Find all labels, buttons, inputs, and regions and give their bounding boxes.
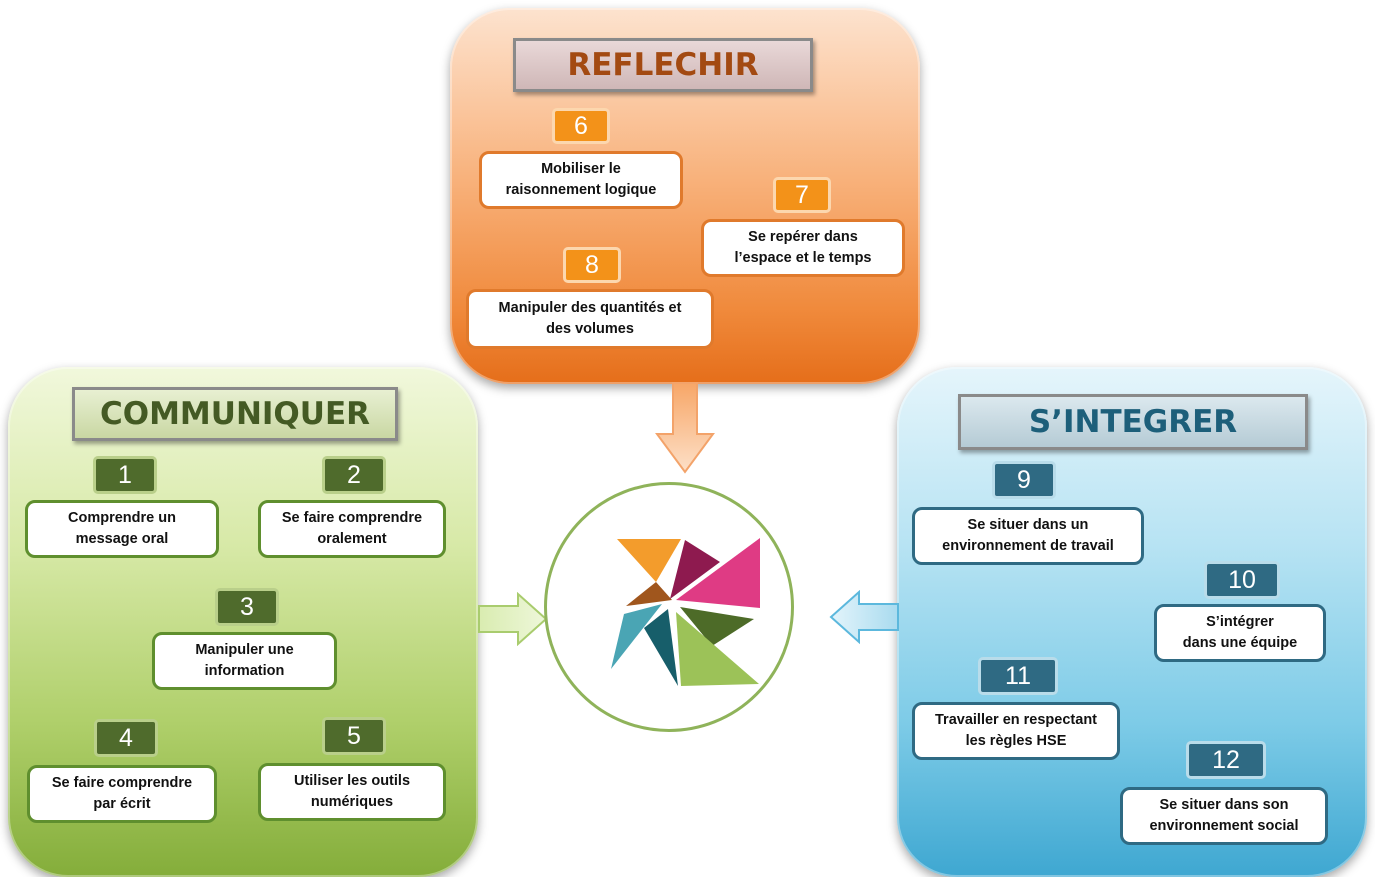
skill-card-9-line2: environnement de travail — [942, 538, 1114, 554]
skill-number-6: 6 — [552, 108, 610, 144]
skill-card-11-line1: Travailler en respectant — [935, 711, 1097, 728]
skill-card-10: S’intégrer dans une équipe — [1154, 604, 1326, 662]
skill-card-7-line2: l’espace et le temps — [734, 250, 872, 266]
skill-card-6-line2: raisonnement logique — [505, 182, 657, 198]
skill-card-5-line2: numériques — [310, 794, 394, 810]
skill-card-7: Se repérer dans l’espace et le temps — [701, 219, 905, 277]
integrer-title: S’INTEGRER — [958, 394, 1308, 450]
skill-number-9: 9 — [992, 461, 1056, 499]
skill-number-10: 10 — [1204, 561, 1280, 599]
skill-number-7: 7 — [773, 177, 831, 213]
skill-card-12-line2: environnement social — [1149, 818, 1299, 834]
skill-card-9-line1: Se situer dans un — [967, 516, 1089, 533]
skill-number-12: 12 — [1186, 741, 1266, 779]
skill-card-4: Se faire comprendre par écrit — [27, 765, 217, 823]
skill-card-10-line2: dans une équipe — [1182, 635, 1298, 651]
skill-card-2-line1: Se faire comprendre — [281, 509, 423, 526]
skill-card-3-line1: Manipuler une — [195, 641, 294, 658]
skill-card-9: Se situer dans un environnement de travai… — [912, 507, 1144, 565]
arrow-left-icon — [829, 590, 899, 644]
communiquer-title: COMMUNIQUER — [72, 387, 398, 441]
skill-card-6-line1: Mobiliser le — [541, 160, 621, 177]
skill-number-8: 8 — [563, 247, 621, 283]
skill-card-3-line2: information — [204, 663, 285, 679]
skill-card-5-line1: Utiliser les outils — [293, 772, 411, 789]
skill-card-7-line1: Se repérer dans — [748, 228, 858, 245]
arrow-down-icon — [655, 382, 715, 474]
skill-number-3: 3 — [215, 588, 279, 626]
skill-number-11: 11 — [978, 657, 1058, 695]
skill-card-8-line2: des volumes — [546, 321, 634, 337]
skill-card-2-line2: oralement — [317, 531, 387, 547]
skill-card-2: Se faire comprendre oralement — [258, 500, 446, 558]
arrow-right-icon — [478, 592, 548, 646]
skill-card-1-line2: message oral — [75, 531, 169, 547]
skill-card-4-line2: par écrit — [93, 796, 151, 812]
skill-number-4: 4 — [94, 719, 158, 757]
skill-card-3: Manipuler une information — [152, 632, 337, 690]
skill-card-12: Se situer dans son environnement social — [1120, 787, 1328, 845]
skill-card-1: Comprendre un message oral — [25, 500, 219, 558]
skill-card-4-line1: Se faire comprendre — [51, 774, 193, 791]
skill-card-6: Mobiliser le raisonnement logique — [479, 151, 683, 209]
skill-card-8-line1: Manipuler des quantités et — [498, 299, 682, 316]
skill-number-2: 2 — [322, 456, 386, 494]
skill-card-11-line2: les règles HSE — [965, 733, 1067, 749]
skill-card-11: Travailler en respectant les règles HSE — [912, 702, 1120, 760]
reflechir-title: REFLECHIR — [513, 38, 813, 92]
skill-card-8: Manipuler des quantités et des volumes — [466, 289, 714, 349]
skill-card-1-line1: Comprendre un — [68, 509, 176, 526]
skill-card-10-line1: S’intégrer — [1206, 613, 1274, 630]
skill-number-5: 5 — [322, 717, 386, 755]
skill-card-5: Utiliser les outils numériques — [258, 763, 446, 821]
skill-card-12-line1: Se situer dans son — [1159, 796, 1289, 813]
pinwheel-logo-icon — [611, 538, 760, 686]
skill-number-1: 1 — [93, 456, 157, 494]
